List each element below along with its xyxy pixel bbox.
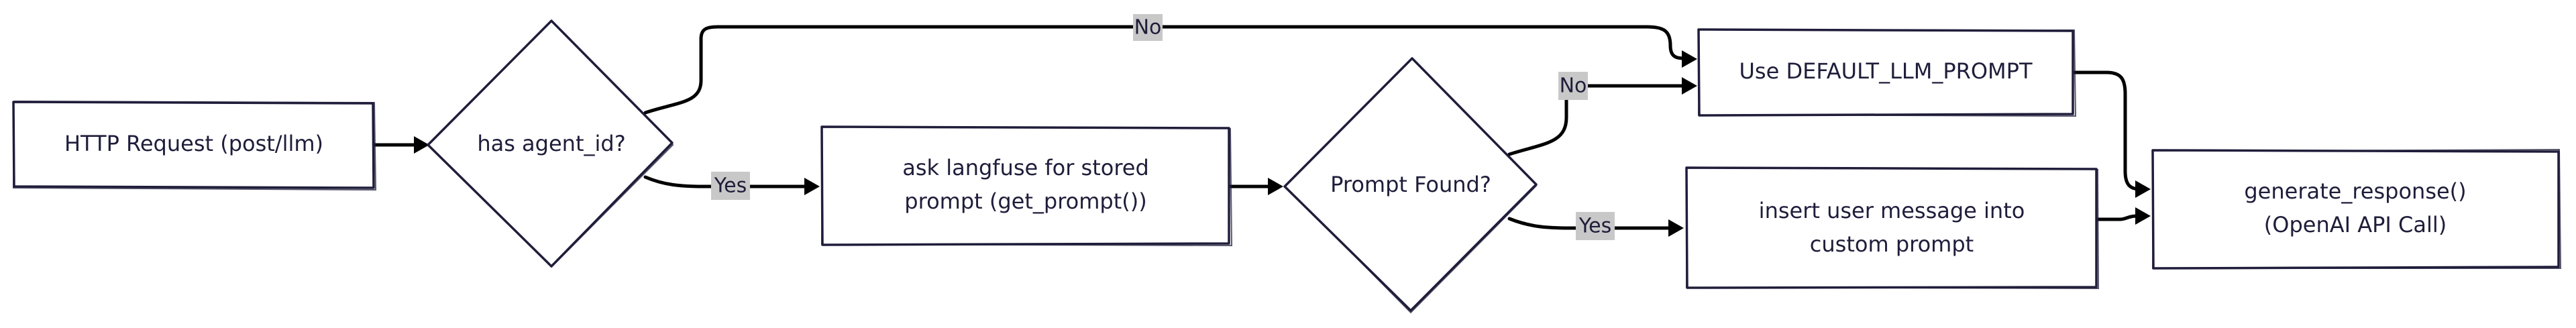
prompt-yes-label: Yes (1578, 215, 1611, 238)
node-prompt-found: Prompt Found? (1283, 57, 1538, 314)
prompt-found-label: Prompt Found? (1330, 172, 1491, 197)
http-request-label: HTTP Request (post/llm) (64, 131, 323, 156)
node-ask-langfuse: ask langfuse for stored prompt (get_prom… (820, 125, 1233, 247)
edge-agent-no (643, 25, 1688, 115)
arrowhead-insert-message (1668, 219, 1684, 237)
generate-response-line-1: generate_response() (2244, 178, 2466, 204)
arrowhead-generate-top (2135, 180, 2151, 198)
node-generate-response: generate_response() (OpenAI API Call) (2151, 148, 2562, 270)
edge-label-agent-no: No (1133, 14, 1163, 41)
insert-user-message-line-1: insert user message into (1759, 198, 2025, 223)
edge-prompt-no (1507, 84, 1688, 156)
arrowhead-generate-bottom (2135, 207, 2151, 225)
edge-insert-to-generate (2094, 214, 2140, 221)
node-has-agent-id: has agent_id? (427, 19, 674, 268)
arrowhead-prompt-check (1268, 178, 1283, 195)
edge-prompt-yes (1507, 217, 1674, 230)
agent-yes-label: Yes (714, 174, 747, 198)
generate-response-line-2: (OpenAI API Call) (2264, 212, 2447, 237)
ask-langfuse-line-1: ask langfuse for stored (902, 155, 1149, 180)
edge-label-agent-yes: Yes (711, 172, 750, 200)
arrowhead-use-default-side (1682, 77, 1697, 95)
arrowhead-use-default-top (1682, 50, 1697, 68)
has-agent-id-label: has agent_id? (477, 131, 625, 156)
node-insert-user-message: insert user message into custom prompt (1685, 166, 2100, 290)
ask-langfuse-line-2: prompt (get_prompt()) (904, 188, 1146, 214)
edge-label-prompt-no: No (1558, 72, 1588, 100)
agent-no-label: No (1134, 16, 1162, 40)
arrowhead-agent-check (414, 136, 429, 154)
edges (372, 25, 2151, 237)
node-use-default: Use DEFAULT_LLM_PROMPT (1697, 28, 2077, 117)
prompt-no-label: No (1560, 74, 1587, 98)
use-default-label: Use DEFAULT_LLM_PROMPT (1739, 58, 2033, 84)
edge-agent-yes (643, 175, 810, 188)
edge-default-to-generate (2072, 70, 2142, 191)
edge-label-prompt-yes: Yes (1576, 212, 1615, 240)
node-http-request: HTTP Request (post/llm) (12, 100, 377, 191)
insert-user-message-line-2: custom prompt (1810, 231, 1974, 257)
arrowhead-ask-langfuse (804, 178, 820, 195)
